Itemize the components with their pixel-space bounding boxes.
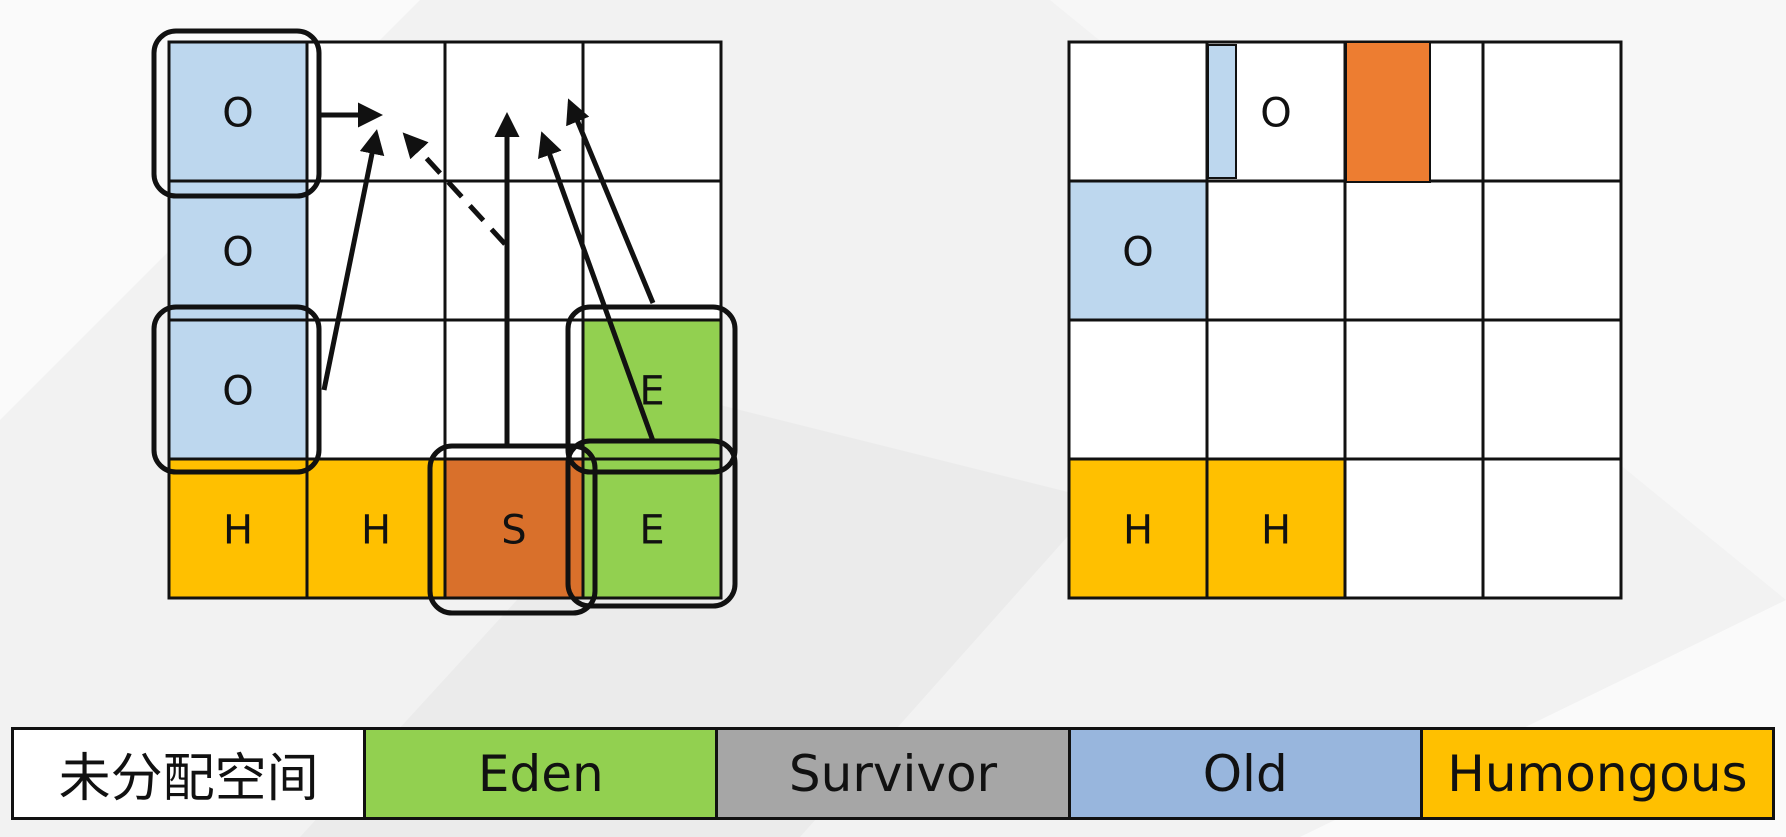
selection-box-old-third: [151, 304, 322, 475]
right-heap-cell-empty: [1343, 457, 1485, 600]
legend-unallocated: 未分配空间: [14, 730, 367, 817]
right-heap-cell-label: H: [1261, 508, 1291, 554]
legend-old: Old: [1070, 730, 1423, 817]
legend-survivor: Survivor: [718, 730, 1071, 817]
right-heap-cell-empty: [1067, 318, 1209, 461]
right-heap-cell-empty: [1205, 179, 1347, 322]
left-heap-cell-label: S: [501, 508, 526, 554]
left-heap-grid: O O O E H H S E: [167, 40, 723, 600]
selection-box-old-top: [151, 28, 322, 199]
left-heap-cell-empty: [443, 179, 585, 322]
right-heap-cell-label: O: [1260, 91, 1291, 137]
left-heap-cell-eden: [581, 457, 723, 600]
right-heap-cell-empty: [1481, 179, 1623, 322]
selection-box-eden-upper: [565, 304, 738, 475]
region-legend: 未分配空间 Eden Survivor Old Humongous: [11, 727, 1775, 820]
left-heap-cell-label: O: [222, 91, 253, 137]
survivor-new-region: [1345, 41, 1431, 183]
left-heap-cell-empty: [581, 40, 723, 183]
arrow-survivor-dashed: [402, 132, 507, 246]
old-partial-region: [1207, 44, 1237, 179]
left-heap-cell-humongous: [167, 457, 309, 600]
right-heap-cell-empty: [1481, 40, 1623, 183]
right-heap-cell-label: H: [1123, 508, 1153, 554]
left-heap-cell-empty: [305, 40, 447, 183]
left-heap-cell-empty: [443, 40, 585, 183]
left-heap-cell-label: H: [223, 508, 253, 554]
arrow-old3-to-free: [321, 129, 385, 391]
left-heap-cell-label: O: [222, 230, 253, 276]
right-heap-cell-empty: [1343, 179, 1485, 322]
right-heap-cell-empty: [1481, 318, 1623, 461]
right-heap-cell-empty: [1067, 40, 1209, 183]
left-heap-cell-label: E: [639, 369, 664, 415]
left-heap-cell-humongous: [305, 457, 447, 600]
left-heap-cell-empty: [305, 318, 447, 461]
legend-humongous: Humongous: [1422, 730, 1773, 817]
right-heap-cell-humongous: [1205, 457, 1347, 600]
arrow-eden-lower-up: [538, 131, 656, 442]
left-heap-cell-label: H: [361, 508, 391, 554]
left-heap-cell-old: [167, 40, 309, 183]
left-heap-cell-empty: [305, 179, 447, 322]
right-heap-cell-label: O: [1122, 230, 1153, 276]
legend-eden: Eden: [366, 730, 719, 817]
right-heap-cell-empty: [1205, 318, 1347, 461]
left-heap-cell-survivor: [443, 457, 585, 600]
right-heap-cell-old: [1067, 179, 1209, 322]
left-heap-cell-label: E: [639, 508, 664, 554]
arrow-eden-upper-up: [566, 98, 656, 304]
right-heap-cell-empty: [1481, 457, 1623, 600]
left-heap-cell-label: O: [222, 369, 253, 415]
left-heap-cell-empty: [443, 318, 585, 461]
selection-box-survivor: [427, 443, 598, 616]
right-heap-cell-empty: [1343, 318, 1485, 461]
